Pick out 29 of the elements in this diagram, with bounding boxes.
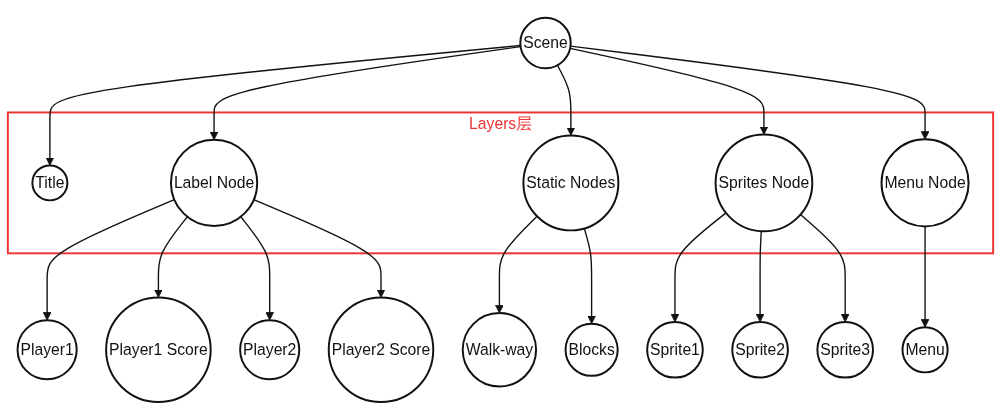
arrow [755, 230, 765, 322]
node-circle: Player1 Score [105, 296, 212, 403]
arrow [583, 227, 596, 324]
node-circle: Sprite2 [731, 320, 789, 379]
arrow [569, 47, 769, 135]
node-circle: Sprite1 [646, 320, 704, 379]
arrow [154, 215, 188, 298]
node-circle: Blocks [564, 322, 619, 377]
node-circle: Player2 Score [327, 296, 435, 403]
arrow [556, 64, 576, 136]
arrow [920, 225, 930, 328]
node-circle: Player1 [16, 318, 78, 380]
arrow [42, 198, 175, 321]
node-circle: Walk-way [461, 311, 538, 387]
node-circle: Menu [901, 325, 949, 373]
node-circle: Static Nodes [522, 134, 620, 231]
node-circle: Title [31, 163, 69, 201]
arrow [240, 215, 274, 321]
node-circle: Sprite3 [816, 320, 874, 379]
node-circle: Scene [519, 16, 572, 69]
arrow [253, 198, 386, 298]
arrow [495, 215, 538, 313]
arrow [670, 211, 727, 322]
arrow [569, 45, 930, 140]
arrow [799, 213, 850, 322]
node-circle: Sprites Node [714, 133, 814, 232]
node-circle: Label Node [169, 138, 259, 227]
node-circle: Menu Node [880, 137, 970, 227]
node-circle: Player2 [239, 318, 301, 380]
